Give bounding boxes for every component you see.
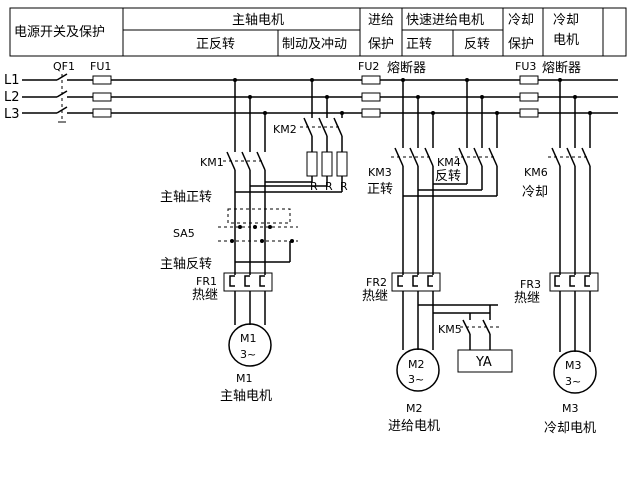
km3-name: 正转 — [367, 182, 393, 197]
fr2-label: FR2 — [366, 276, 387, 289]
line-label-l3: L3 — [4, 107, 20, 122]
line-label-l2: L2 — [4, 90, 20, 105]
m3-label: M3 — [562, 402, 579, 415]
header-table: 电源开关及保护 主轴电机 正反转 制动及冲动 进给 保护 快速进给电机 正转 反… — [9, 7, 627, 57]
km6-name: 冷却 — [522, 185, 548, 200]
header-rapid-feed-motor: 快速进给电机 — [406, 13, 484, 28]
m1-label: M1 — [236, 372, 253, 385]
km4-name: 反转 — [435, 169, 461, 184]
km4-label: KM4 — [437, 156, 461, 169]
spindle-reverse-label: 主轴反转 — [160, 257, 212, 272]
fr1-name: 热继 — [192, 288, 218, 303]
header-cooling-protect: 保护 — [508, 37, 534, 52]
m3-name: 冷却电机 — [544, 421, 596, 436]
fu2-fuses — [361, 75, 381, 118]
fr2-thermal-relay — [391, 272, 441, 350]
m2-phase: 3~ — [408, 373, 424, 386]
km1-contacts — [223, 151, 266, 210]
m1-symbol: M1 — [240, 332, 257, 345]
header-feed-protect: 保护 — [368, 37, 394, 52]
header-spindle-motor: 主轴电机 — [232, 13, 284, 28]
km3-label: KM3 — [368, 166, 392, 179]
motor-m2: M2 3~ — [396, 348, 440, 392]
header-rapid-reverse: 反转 — [464, 37, 490, 52]
m3-symbol: M3 — [565, 359, 582, 372]
spindle-forward-label: 主轴正转 — [160, 190, 212, 205]
header-cooling: 冷却 — [508, 13, 534, 28]
ya-label: YA — [475, 355, 492, 370]
header-brake-inch: 制动及冲动 — [282, 37, 347, 52]
km4-contacts — [403, 147, 498, 197]
km1-label: KM1 — [200, 156, 224, 169]
m2-symbol: M2 — [408, 358, 425, 371]
ya-electromagnet: YA — [457, 349, 513, 373]
header-cooling-motor-line2: 电机 — [553, 33, 579, 48]
fu3-fuses — [519, 75, 539, 118]
spindle-section: KM2 R R R KM1 — [160, 78, 348, 404]
km2-label: KM2 — [273, 123, 297, 136]
header-power-switch: 电源开关及保护 — [14, 25, 105, 40]
fu3-label: FU3 — [515, 60, 536, 73]
m1-phase: 3~ — [240, 348, 256, 361]
km2-contacts — [300, 117, 343, 152]
header-feed: 进给 — [368, 13, 394, 28]
fr2-name: 热继 — [362, 289, 388, 304]
header-forward-reverse: 正反转 — [196, 37, 235, 52]
motor-m3: M3 3~ — [553, 350, 597, 394]
brake-resistors: R R R — [235, 151, 348, 193]
header-cooling-motor-line1: 冷却 — [553, 13, 579, 28]
m3-phase: 3~ — [565, 375, 581, 388]
km5-contacts — [418, 304, 500, 350]
km3-contacts — [391, 147, 434, 275]
sa5-switch — [218, 208, 298, 275]
motor-m1: M1 3~ — [228, 323, 272, 367]
fu2-label: FU2 — [358, 60, 379, 73]
header-rapid-forward: 正转 — [406, 37, 432, 52]
km6-label: KM6 — [524, 166, 548, 179]
fr3-name: 热继 — [514, 291, 540, 306]
sa5-label: SA5 — [173, 227, 195, 240]
cooling-section: FU3 熔断器 KM6 冷却 FR3 热继 — [514, 60, 599, 436]
qf1-label: QF1 — [53, 60, 75, 73]
resistor-label-2: R — [325, 180, 333, 193]
qf1-breaker — [56, 73, 68, 123]
m1-name: 主轴电机 — [220, 389, 272, 404]
fr1-label: FR1 — [196, 275, 217, 288]
m2-label: M2 — [406, 402, 423, 415]
fu2-name: 熔断器 — [387, 61, 426, 76]
fr1-thermal-relay — [223, 272, 273, 325]
km5-label: KM5 — [438, 323, 462, 336]
km6-contacts — [548, 147, 591, 275]
fr3-label: FR3 — [520, 278, 541, 291]
fr3-thermal-relay — [549, 272, 599, 352]
line-label-l1: L1 — [4, 73, 20, 88]
fu1-fuses — [92, 75, 112, 118]
fu1-label: FU1 — [90, 60, 111, 73]
resistor-label-3: R — [340, 180, 348, 193]
feed-section: FU2 熔断器 KM3 正转 KM4 — [358, 60, 513, 434]
fu3-name: 熔断器 — [542, 61, 581, 76]
m2-name: 进给电机 — [388, 419, 440, 434]
